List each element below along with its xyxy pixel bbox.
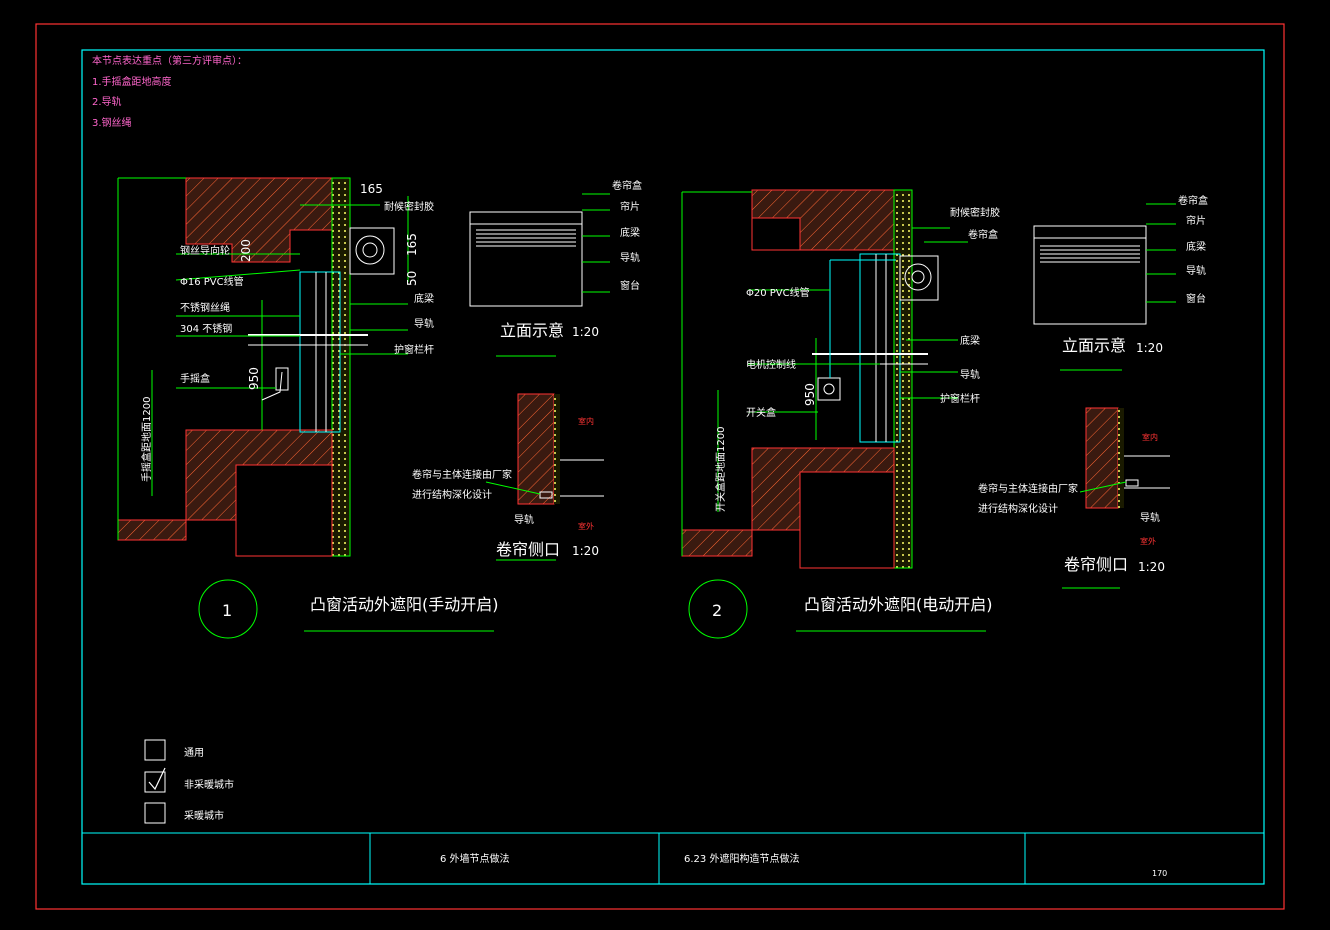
d1-elev-label-slat: 帘片 bbox=[620, 200, 640, 213]
notes-heading: 本节点表达重点（第三方评审点）： bbox=[92, 54, 247, 67]
d1-number: 1 bbox=[222, 601, 232, 620]
d1-dim-200: 200 bbox=[239, 239, 253, 262]
d1-label-crank: 手摇盒 bbox=[180, 372, 210, 385]
titleblock-page: 170 bbox=[1152, 869, 1167, 878]
d2-elevation bbox=[1033, 203, 1176, 371]
d1-dim-50: 50 bbox=[405, 271, 419, 286]
d2-title: 凸窗活动外遮阳(电动开启) bbox=[804, 595, 993, 614]
d2-side bbox=[1062, 407, 1170, 589]
legend-checkbox-nonheating bbox=[144, 771, 166, 793]
d1-side-indoor: 室内 bbox=[578, 416, 594, 426]
d1-dim-950: 950 bbox=[247, 367, 261, 390]
d1-label-bottom-beam: 底梁 bbox=[414, 292, 434, 305]
d1-side-scale: 1:20 bbox=[572, 544, 599, 558]
d2-label-bottom-beam: 底梁 bbox=[960, 334, 980, 347]
d1-title: 凸窗活动外遮阳(手动开启) bbox=[310, 595, 499, 614]
d2-label-pvc: Φ20 PVC线管 bbox=[746, 286, 810, 299]
notes-item-3: 3.钢丝绳 bbox=[92, 116, 132, 129]
d1-side-rail: 导轨 bbox=[514, 513, 534, 526]
d1-label-railing: 护窗栏杆 bbox=[394, 343, 434, 356]
d1-side-title: 卷帘侧口 bbox=[496, 540, 560, 559]
notes-item-2: 2.导轨 bbox=[92, 95, 122, 108]
d1-number-bubble bbox=[198, 579, 258, 639]
d2-side-indoor: 室内 bbox=[1142, 432, 1158, 442]
d1-elev-label-sill: 窗台 bbox=[620, 279, 640, 292]
d2-elev-label-sill: 窗台 bbox=[1186, 292, 1206, 305]
d2-label-railing: 护窗栏杆 bbox=[940, 392, 980, 405]
d1-label-pvc: Φ16 PVC线管 bbox=[180, 275, 244, 288]
d2-number-bubble bbox=[688, 579, 748, 639]
d1-side-note1: 卷帘与主体连接由厂家 bbox=[412, 468, 512, 481]
d1-elev-label-box: 卷帘盒 bbox=[612, 179, 642, 192]
legend-label-heating: 采暖城市 bbox=[184, 809, 224, 822]
d1-label-seal: 耐候密封胶 bbox=[384, 200, 434, 213]
d1-dim-165b: 165 bbox=[405, 233, 419, 256]
d2-label-rail: 导轨 bbox=[960, 368, 980, 381]
d2-elev-scale: 1:20 bbox=[1136, 341, 1163, 355]
legend-label-general: 通用 bbox=[184, 747, 204, 759]
d1-elev-label-rail: 导轨 bbox=[620, 251, 640, 264]
d2-side-note2: 进行结构深化设计 bbox=[978, 502, 1058, 515]
d2-elev-label-slat: 帘片 bbox=[1186, 214, 1206, 227]
d2-side-outdoor: 室外 bbox=[1140, 536, 1156, 546]
titleblock-section: 6.23 外遮阳构造节点做法 bbox=[684, 852, 799, 865]
d2-elev-title: 立面示意 bbox=[1062, 336, 1126, 355]
legend-label-nonheating: 非采暖城市 bbox=[184, 778, 234, 791]
motor-drum-icon bbox=[904, 263, 932, 291]
d2-label-seal: 耐候密封胶 bbox=[950, 206, 1000, 219]
detail-2-section bbox=[681, 189, 968, 569]
d1-label-rope: 不锈钢丝绳 bbox=[180, 301, 230, 314]
d1-elev-title: 立面示意 bbox=[500, 321, 564, 340]
d1-elev-scale: 1:20 bbox=[572, 325, 599, 339]
notes-item-1: 1.手摇盒距地高度 bbox=[92, 75, 172, 88]
outer-frame bbox=[35, 23, 1285, 910]
d2-label-box: 卷帘盒 bbox=[968, 228, 998, 241]
d1-label-guide-wheel: 钢丝导向轮 bbox=[180, 244, 230, 257]
d1-dim-1200: 手摇盒距地面1200 bbox=[140, 397, 153, 482]
roller-drum-icon bbox=[355, 235, 385, 265]
check-icon bbox=[148, 767, 166, 791]
d2-label-motor: 电机控制线 bbox=[746, 358, 796, 371]
switch-box-icon bbox=[823, 383, 835, 395]
d1-elevation bbox=[469, 193, 610, 357]
d1-side bbox=[485, 393, 604, 561]
d1-elev-label-beam: 底梁 bbox=[620, 226, 640, 239]
d2-side-rail: 导轨 bbox=[1140, 511, 1160, 524]
d2-dim-1200: 开关盒距地面1200 bbox=[714, 427, 727, 512]
detail-1-section bbox=[117, 177, 409, 557]
d1-label-rail: 导轨 bbox=[414, 317, 434, 330]
d1-side-note2: 进行结构深化设计 bbox=[412, 488, 492, 501]
d2-number: 2 bbox=[712, 601, 722, 620]
d2-side-note1: 卷帘与主体连接由厂家 bbox=[978, 482, 1078, 495]
d2-elev-label-beam: 底梁 bbox=[1186, 240, 1206, 253]
legend-checkbox-general bbox=[144, 739, 166, 761]
inner-frame bbox=[81, 49, 1265, 885]
d2-elev-label-rail: 导轨 bbox=[1186, 264, 1206, 277]
d1-side-outdoor: 室外 bbox=[578, 521, 594, 531]
d1-dim-165a: 165 bbox=[360, 182, 383, 196]
d2-elev-label-box: 卷帘盒 bbox=[1178, 194, 1208, 207]
d2-side-title: 卷帘侧口 bbox=[1064, 555, 1128, 574]
d2-side-scale: 1:20 bbox=[1138, 560, 1165, 574]
d2-label-switch: 开关盒 bbox=[746, 406, 776, 419]
titleblock-chapter: 6 外墙节点做法 bbox=[440, 852, 510, 865]
d1-label-steel: 304 不锈钢 bbox=[180, 322, 232, 335]
d2-dim-950: 950 bbox=[803, 383, 817, 406]
legend-checkbox-heating bbox=[144, 802, 166, 824]
